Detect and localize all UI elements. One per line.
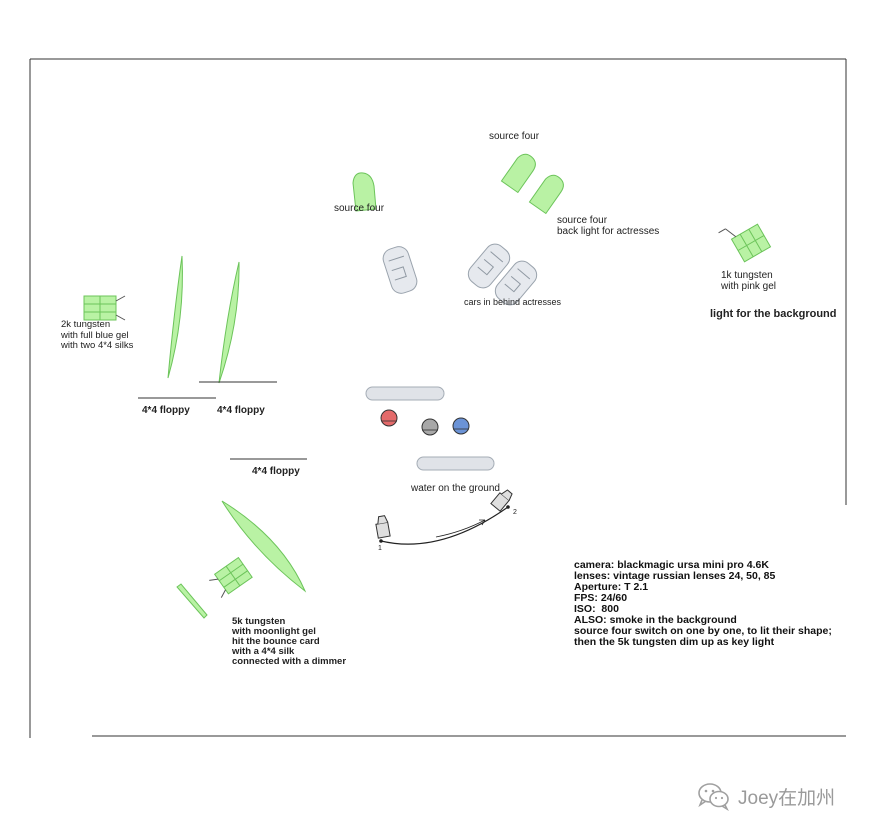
actress-red: [380, 409, 398, 427]
label-source-four-back: source four back light for actresses: [557, 215, 660, 237]
note-camera: camera: blackmagic ursa mini pro 4.6K: [574, 559, 769, 571]
source-four-light-left: [352, 172, 377, 212]
car-middle: [467, 243, 511, 289]
label-camera-1: 1: [378, 545, 382, 552]
label-floppy-2: 4*4 floppy: [217, 405, 265, 416]
actress-grey: [421, 418, 439, 436]
camera-1-dot: [379, 539, 383, 543]
camera-position-2-icon: [490, 489, 513, 512]
camera-move-arrow: [435, 519, 486, 538]
note-5k: then the 5k tungsten dim up as key light: [574, 636, 775, 648]
camera-move-arc: [380, 506, 509, 545]
bounce-card-bottom: [416, 456, 495, 471]
actress-blue: [452, 417, 470, 435]
label-source-four-left: source four: [334, 203, 385, 214]
tungsten-2k-light: [83, 295, 126, 321]
camera-position-1-icon: [375, 515, 391, 539]
wechat-icon: [698, 783, 729, 811]
silk-2: [218, 261, 240, 384]
tungsten-5k-light: [209, 556, 253, 598]
frame: [29, 58, 847, 738]
car-left: [382, 246, 418, 294]
silk-5k: [176, 583, 208, 619]
note-fps: FPS: 24/60: [574, 592, 628, 604]
car-right: [494, 260, 538, 306]
note-also: ALSO: smoke in the background: [574, 614, 737, 626]
note-aperture: Aperture: T 2.1: [574, 581, 649, 593]
camera-2-dot: [506, 505, 510, 509]
bounce-card-5k: [221, 500, 307, 593]
label-camera-2: 2: [513, 509, 517, 516]
label-light-background: light for the background: [710, 308, 837, 320]
source-four-light-back-1: [500, 153, 536, 194]
production-notes: camera: blackmagic ursa mini pro 4.6K le…: [574, 560, 832, 648]
watermark-text: Joey在加州: [738, 787, 836, 809]
arrow-head: [479, 519, 486, 526]
label-tungsten-5k: 5k tungsten with moonlight gel hit the b…: [232, 616, 347, 667]
label-floppy-3: 4*4 floppy: [252, 466, 300, 477]
label-cars: cars in behind actresses: [464, 297, 562, 307]
label-tungsten-1k: 1k tungsten with pink gel: [721, 270, 777, 292]
note-lenses: lenses: vintage russian lenses 24, 50, 8…: [574, 570, 776, 582]
watermark: Joey在加州: [696, 781, 835, 811]
source-four-light-back-2: [528, 174, 564, 215]
silk-1: [167, 255, 183, 379]
label-water: water on the ground: [411, 483, 500, 494]
label-floppy-1: 4*4 floppy: [142, 405, 190, 416]
label-tungsten-2k: 2k tungsten with full blue gel with two …: [61, 319, 134, 351]
tungsten-1k-light: [718, 223, 772, 263]
label-source-four-top: source four: [489, 131, 540, 142]
bounce-card-top: [365, 386, 445, 401]
note-source-four: source four switch on one by one, to lit…: [574, 625, 832, 637]
note-iso: ISO: 800: [574, 603, 619, 615]
